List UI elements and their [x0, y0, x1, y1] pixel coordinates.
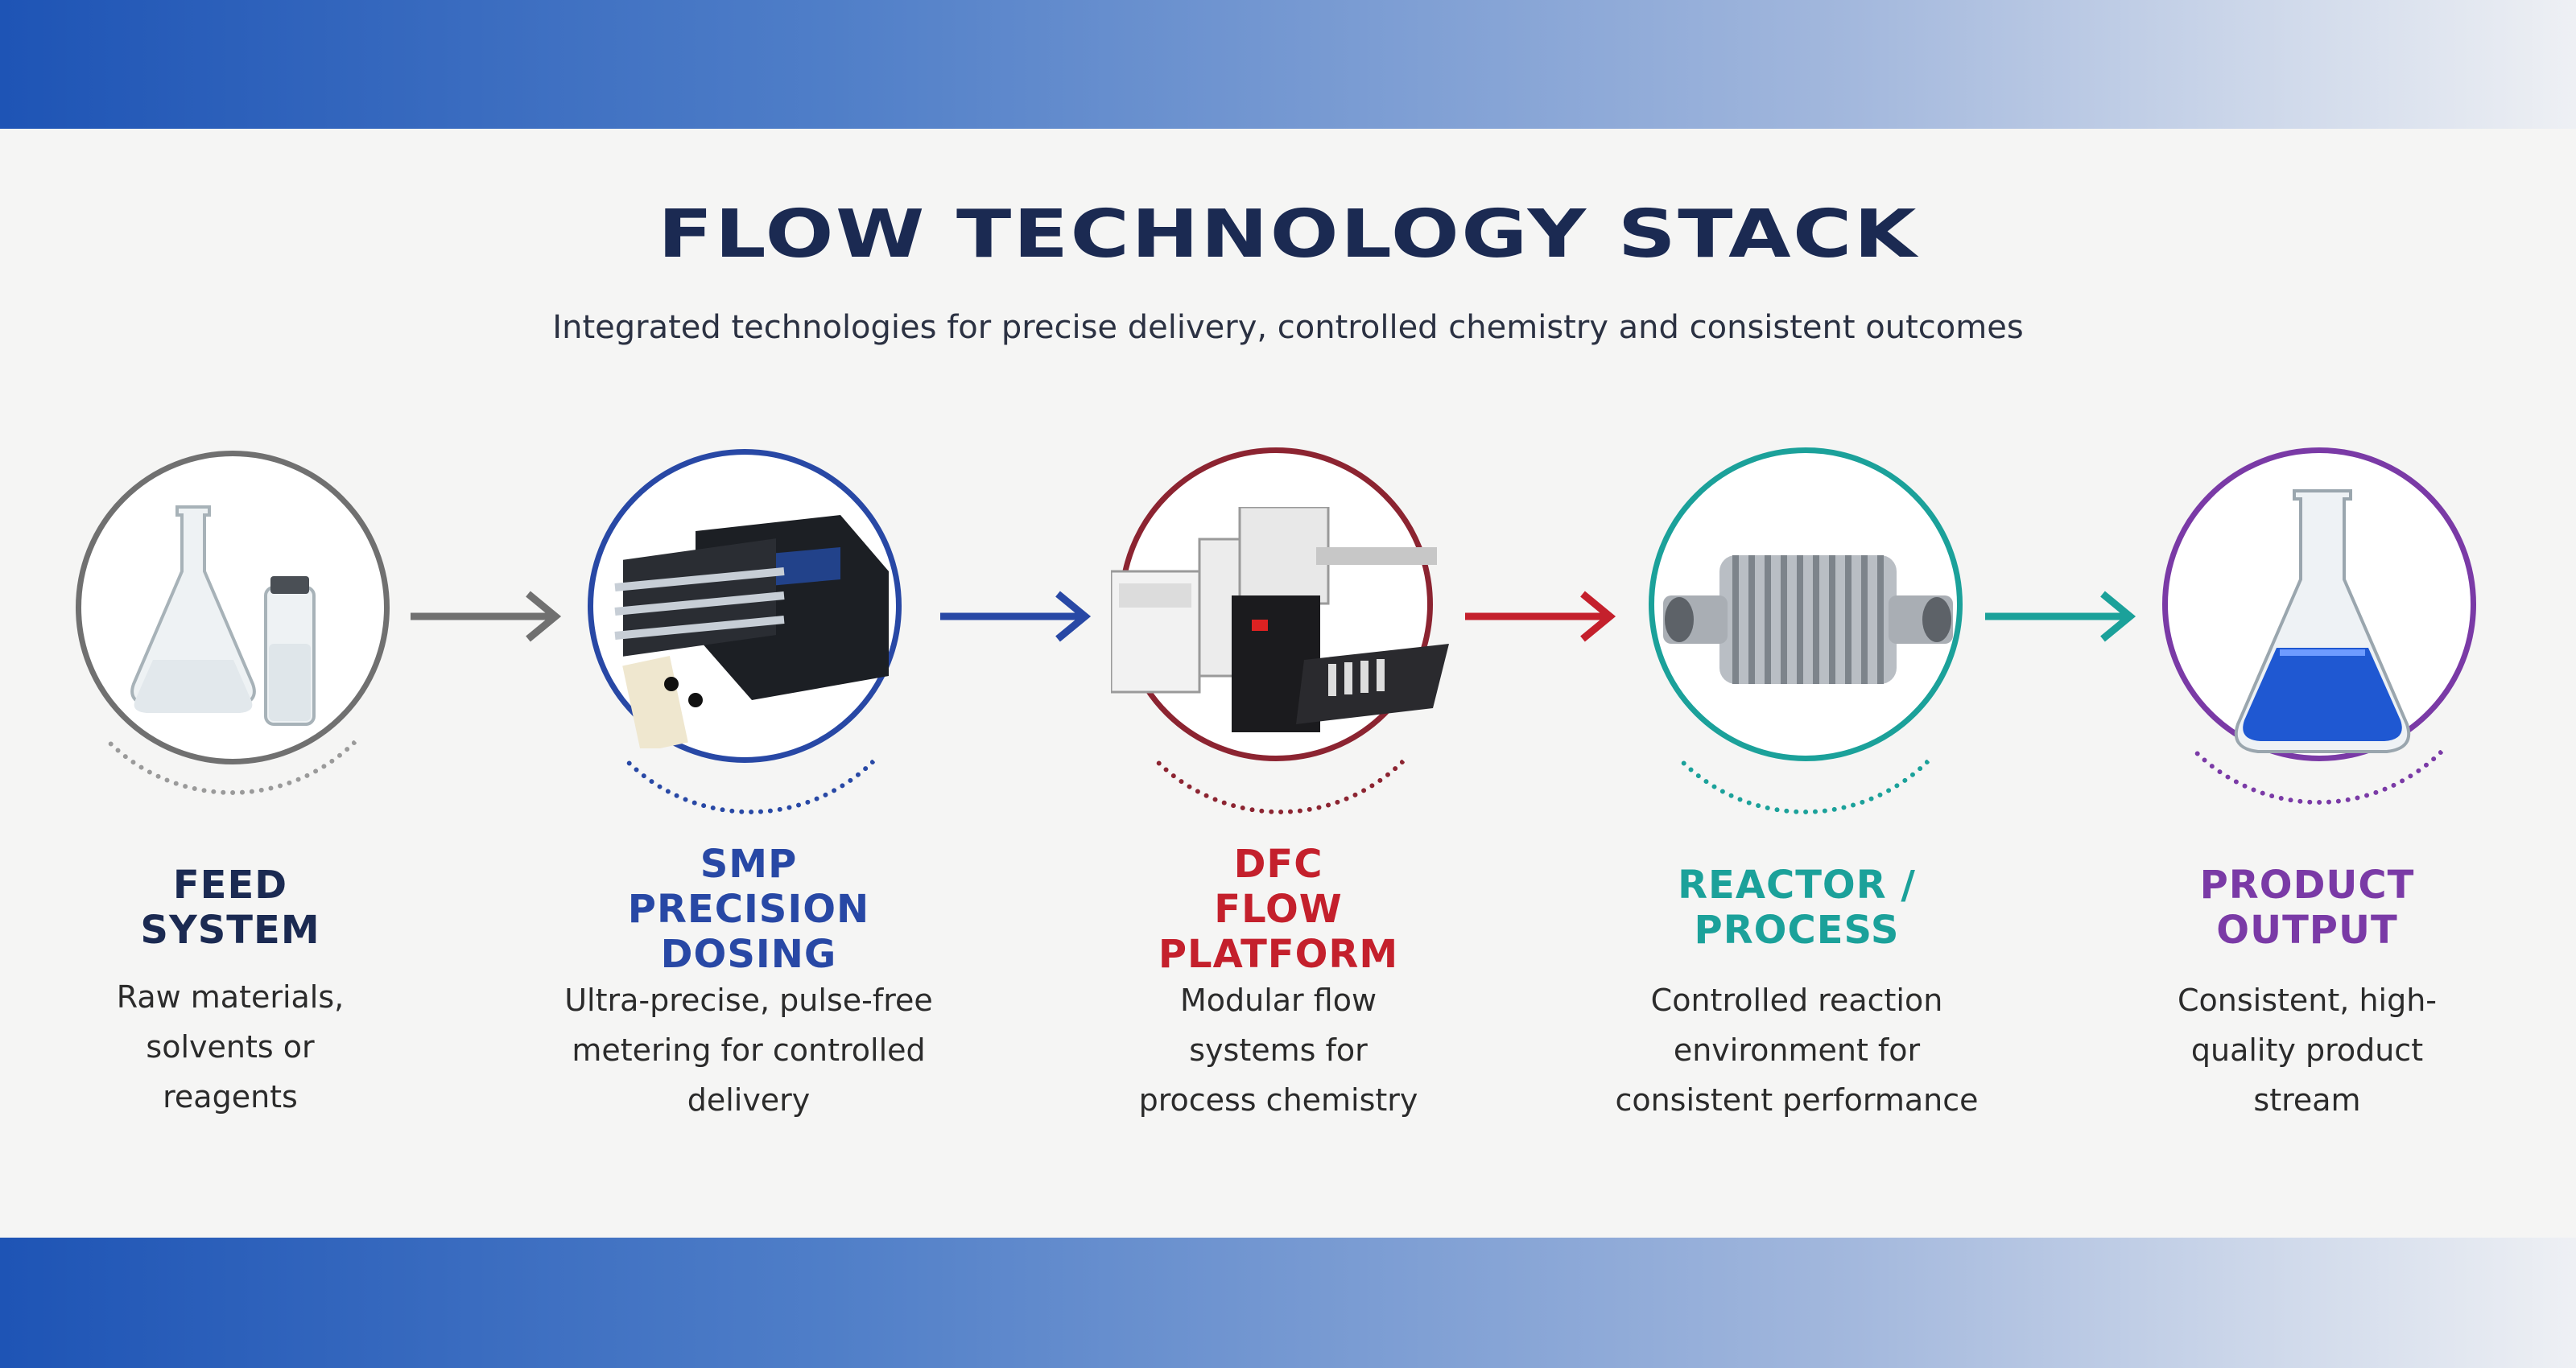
arrow-right-icon [940, 591, 1092, 642]
flow-platform-icon [1111, 507, 1449, 732]
flask-and-vial-icon [130, 505, 316, 726]
arrow-right-icon [1985, 591, 2136, 642]
page-subtitle: Integrated technologies for precise deli… [552, 309, 2024, 346]
top-gradient-band [0, 0, 2576, 129]
smp-dotted-arc [573, 460, 927, 814]
bottom-gradient-band [0, 1238, 2576, 1368]
reactor-dotted-arc [1628, 460, 1982, 814]
reactor-title: REACTOR /PROCESS [1678, 863, 1916, 953]
arrow-right-icon [411, 591, 562, 642]
arrow-right-icon [1465, 591, 1616, 642]
product-dotted-arc [2141, 451, 2496, 805]
coil-reactor-icon [1663, 555, 1953, 684]
page-title: FLOW TECHNOLOGY STACK [658, 196, 1918, 273]
dfc-dotted-arc [1103, 460, 1457, 814]
syringe-pump-icon [614, 515, 889, 748]
feed-dotted-arc [55, 441, 409, 795]
blue-flask-icon [2234, 489, 2411, 753]
